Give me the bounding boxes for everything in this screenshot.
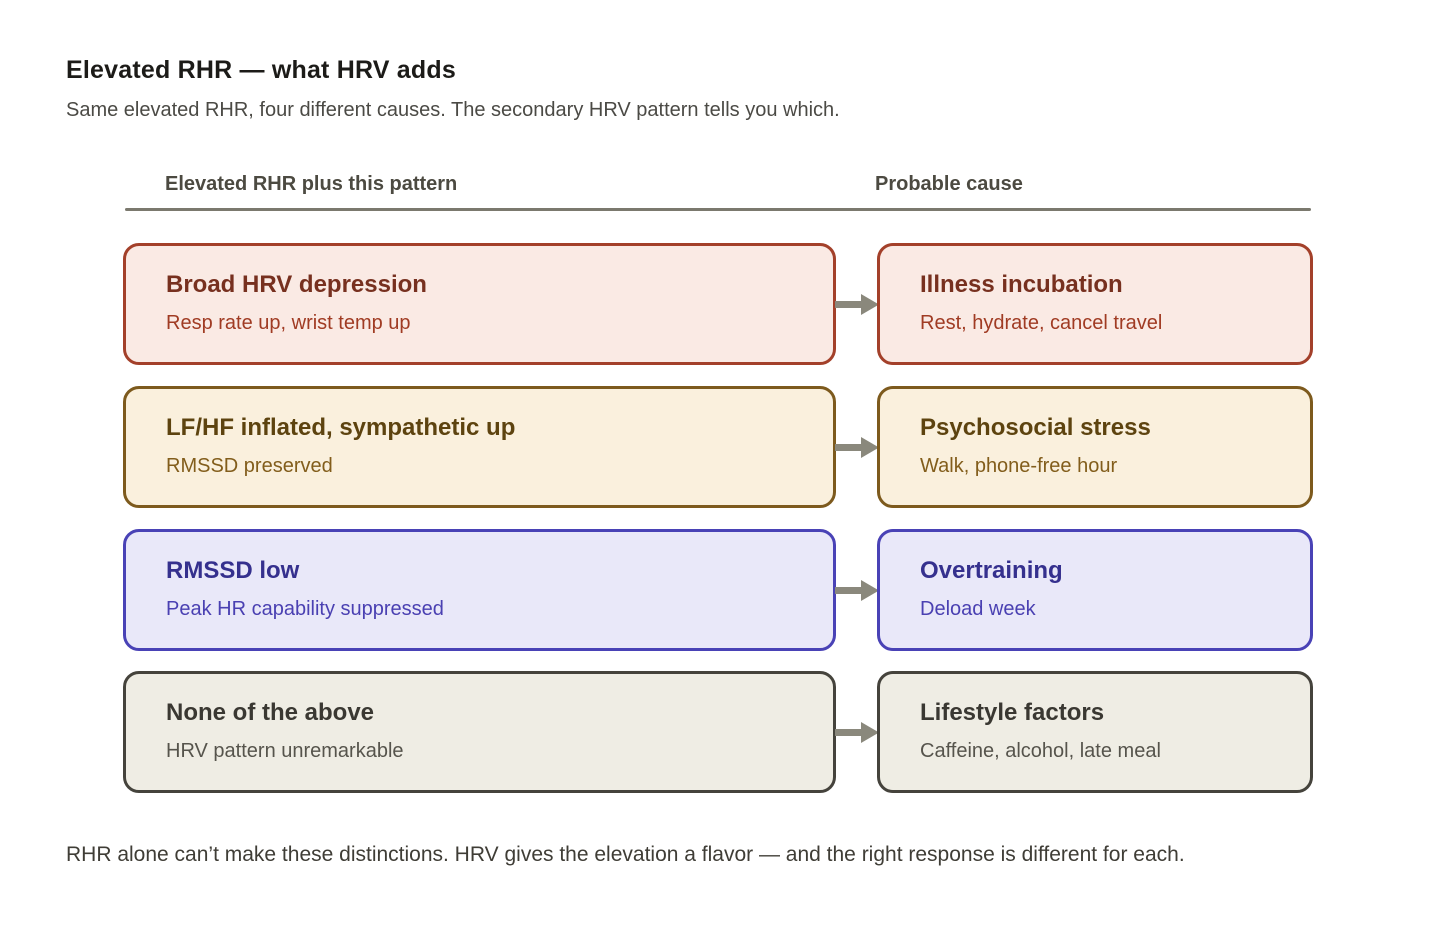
flow-arrow-icon — [835, 722, 879, 743]
card-detail: Walk, phone-free hour — [920, 455, 1118, 477]
card-detail: RMSSD preserved — [166, 455, 333, 477]
page-subtitle: Same elevated RHR, four different causes… — [66, 99, 840, 121]
flow-row: LF/HF inflated, sympathetic up RMSSD pre… — [0, 386, 1456, 508]
card-title: Psychosocial stress — [920, 414, 1151, 441]
card-title: Lifestyle factors — [920, 699, 1105, 726]
cause-card: Psychosocial stress Walk, phone-free hou… — [877, 386, 1313, 508]
header-divider — [125, 208, 1311, 211]
column-header-pattern: Elevated RHR plus this pattern — [165, 173, 458, 195]
card-detail: Peak HR capability suppressed — [166, 598, 444, 620]
flow-arrow-icon — [835, 437, 879, 458]
card-detail: Resp rate up, wrist temp up — [166, 312, 411, 334]
footer-note: RHR alone can’t make these distinctions.… — [66, 843, 1185, 866]
flow-row: Broad HRV depression Resp rate up, wrist… — [0, 243, 1456, 365]
cause-card: Illness incubation Rest, hydrate, cancel… — [877, 243, 1313, 365]
card-detail: Deload week — [920, 598, 1036, 620]
cause-card: Overtraining Deload week — [877, 529, 1313, 651]
pattern-card: RMSSD low Peak HR capability suppressed — [123, 529, 836, 651]
flow-arrow-icon — [835, 580, 879, 601]
card-detail: Rest, hydrate, cancel travel — [920, 312, 1163, 334]
flow-row: RMSSD low Peak HR capability suppressed … — [0, 529, 1456, 651]
card-title: Broad HRV depression — [166, 271, 427, 298]
card-detail: Caffeine, alcohol, late meal — [920, 740, 1161, 762]
card-title: None of the above — [166, 699, 375, 726]
flow-arrow-icon — [835, 294, 879, 315]
column-header-cause: Probable cause — [875, 173, 1023, 195]
card-title: Overtraining — [920, 557, 1063, 584]
card-title: Illness incubation — [920, 271, 1123, 298]
card-detail: HRV pattern unremarkable — [166, 740, 404, 762]
pattern-card: None of the above HRV pattern unremarkab… — [123, 671, 836, 793]
pattern-card: Broad HRV depression Resp rate up, wrist… — [123, 243, 836, 365]
flow-row: None of the above HRV pattern unremarkab… — [0, 671, 1456, 793]
card-title: RMSSD low — [166, 557, 300, 584]
page-title: Elevated RHR — what HRV adds — [66, 56, 456, 84]
cause-card: Lifestyle factors Caffeine, alcohol, lat… — [877, 671, 1313, 793]
card-title: LF/HF inflated, sympathetic up — [166, 414, 516, 441]
pattern-card: LF/HF inflated, sympathetic up RMSSD pre… — [123, 386, 836, 508]
